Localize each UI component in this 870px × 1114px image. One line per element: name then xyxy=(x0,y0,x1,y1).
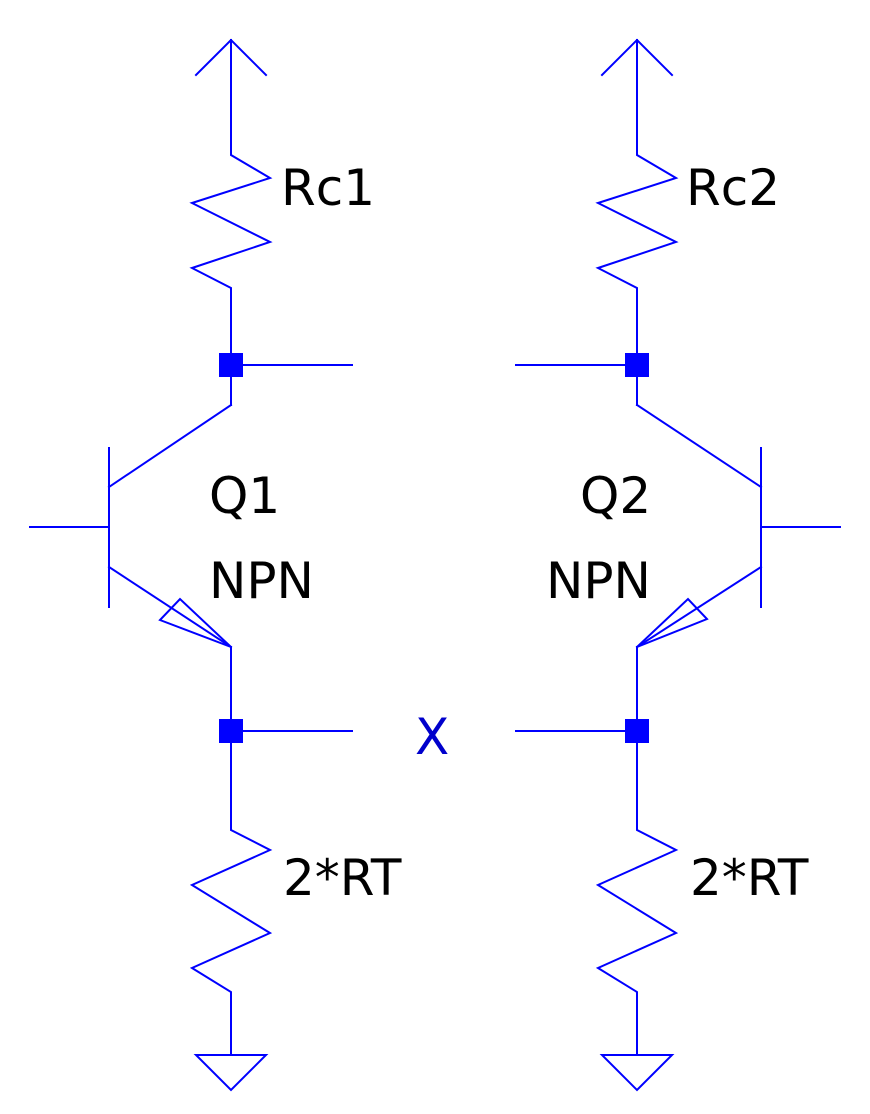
vcc-arrow-right xyxy=(600,38,674,141)
label-q1-name: Q1 xyxy=(209,467,280,525)
label-rc1: Rc1 xyxy=(281,159,375,217)
resistor-rc2 xyxy=(595,139,679,366)
ground-left xyxy=(193,1054,269,1092)
vcc-arrow-left xyxy=(194,38,268,141)
resistor-rt-left xyxy=(189,730,273,1056)
resistor-rc1 xyxy=(189,139,273,366)
label-q2-type: NPN xyxy=(546,552,651,610)
label-node-x: X xyxy=(415,708,449,766)
transistor-q2 xyxy=(635,364,841,732)
label-rt-right: 2*RT xyxy=(690,849,809,907)
ground-right xyxy=(599,1054,675,1092)
resistor-rt-right xyxy=(595,730,679,1056)
label-q1-type: NPN xyxy=(209,552,314,610)
transistor-q1 xyxy=(29,364,233,732)
label-rc2: Rc2 xyxy=(686,159,780,217)
label-rt-left: 2*RT xyxy=(283,849,402,907)
label-q2-name: Q2 xyxy=(580,467,651,525)
